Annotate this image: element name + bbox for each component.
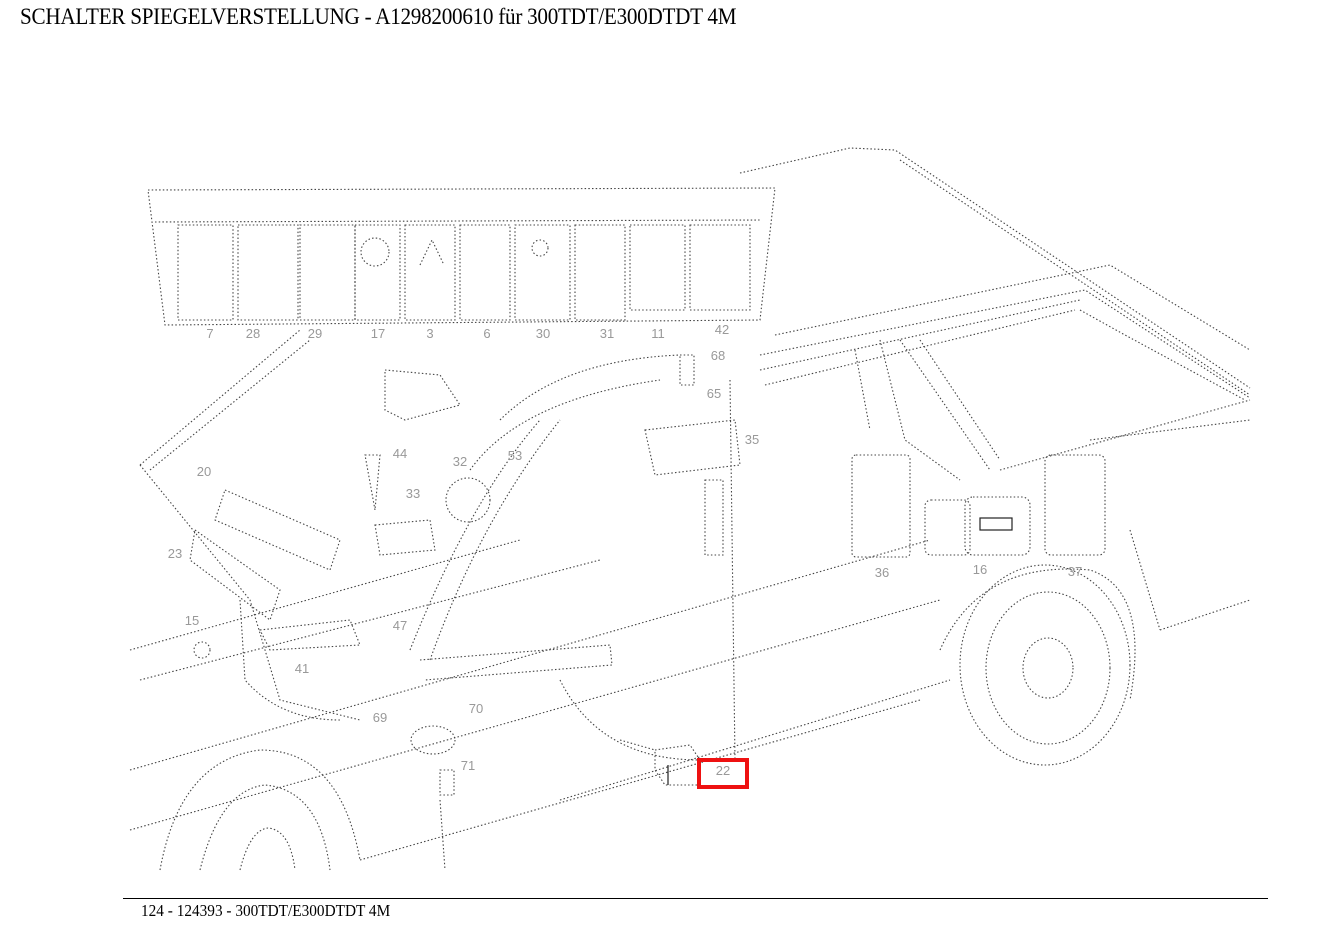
page-title: SCHALTER SPIEGELVERSTELLUNG - A129820061… [20,4,737,29]
callout-label[interactable]: 70 [469,701,483,716]
callout-label[interactable]: 33 [406,486,420,501]
callout-label[interactable]: 69 [373,710,387,725]
callout-label[interactable]: 22 [716,763,730,778]
callout-label[interactable]: 15 [185,613,199,628]
callout-label[interactable]: 71 [461,758,475,773]
callout-label[interactable]: 41 [295,661,309,676]
callout-label[interactable]: 29 [308,326,322,341]
callout-label[interactable]: 37 [1068,564,1082,579]
callout-label[interactable]: 53 [508,448,522,463]
callout-label[interactable]: 30 [536,326,550,341]
callout-label[interactable]: 47 [393,618,407,633]
callout-label[interactable]: 20 [197,464,211,479]
callout-label[interactable]: 3 [426,326,433,341]
callout-label[interactable]: 68 [711,348,725,363]
callout-label[interactable]: 65 [707,386,721,401]
callout-label[interactable]: 17 [371,326,385,341]
callout-label[interactable]: 6 [483,326,490,341]
footer-divider [123,898,1268,899]
callout-label[interactable]: 36 [875,565,889,580]
highlighted-part-box[interactable] [697,758,749,789]
callout-label[interactable]: 11 [651,326,665,341]
callout-label[interactable]: 7 [206,326,213,341]
callout-label[interactable]: 16 [973,562,987,577]
callout-label[interactable]: 28 [246,326,260,341]
callout-label[interactable]: 35 [745,432,759,447]
callout-label[interactable]: 32 [453,454,467,469]
callout-label[interactable]: 31 [600,326,614,341]
footer-caption: 124 - 124393 - 300TDT/E300DTDT 4M [141,901,391,920]
callout-label[interactable]: 23 [168,546,182,561]
callout-label[interactable]: 42 [715,322,729,337]
callout-label[interactable]: 44 [393,446,407,461]
